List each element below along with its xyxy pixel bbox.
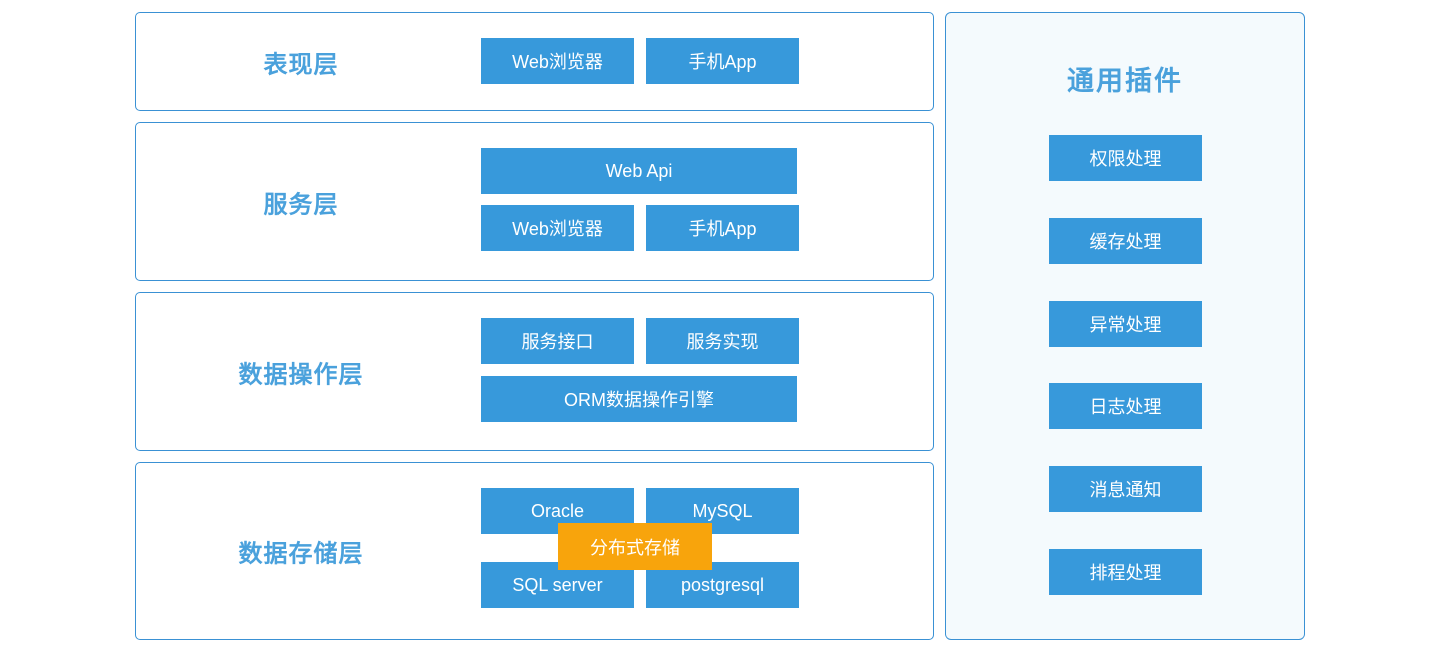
plugin-cache: 缓存处理 bbox=[1049, 218, 1202, 264]
node-web-api: Web Api bbox=[481, 148, 797, 194]
plugins-panel-title: 通用插件 bbox=[1067, 66, 1183, 96]
layer-presentation: 表现层 Web浏览器 手机App bbox=[135, 12, 934, 111]
plugins-panel: 通用插件 权限处理 缓存处理 异常处理 日志处理 消息通知 排程处理 bbox=[945, 12, 1305, 640]
layer-data-storage: 数据存储层 Oracle MySQL SQL server postgresql… bbox=[135, 462, 934, 640]
plugin-schedule: 排程处理 bbox=[1049, 549, 1202, 595]
layer-presentation-label: 表现层 bbox=[263, 51, 339, 78]
layer-data-operation-label: 数据操作层 bbox=[238, 361, 364, 388]
node-service-interface: 服务接口 bbox=[481, 318, 634, 364]
node-sql-server: SQL server bbox=[481, 562, 634, 608]
node-web-browser: Web浏览器 bbox=[481, 205, 634, 251]
plugin-notification: 消息通知 bbox=[1049, 466, 1202, 512]
node-mobile-app: 手机App bbox=[646, 38, 799, 84]
node-orm-engine: ORM数据操作引擎 bbox=[481, 376, 797, 422]
node-mobile-app: 手机App bbox=[646, 205, 799, 251]
node-oracle: Oracle bbox=[481, 488, 634, 534]
plugin-permission: 权限处理 bbox=[1049, 135, 1202, 181]
node-distributed-storage: 分布式存储 bbox=[558, 523, 712, 570]
node-web-browser: Web浏览器 bbox=[481, 38, 634, 84]
layer-service: 服务层 Web Api Web浏览器 手机App bbox=[135, 122, 934, 281]
node-service-implementation: 服务实现 bbox=[646, 318, 799, 364]
layer-data-operation: 数据操作层 服务接口 服务实现 ORM数据操作引擎 bbox=[135, 292, 934, 451]
layer-data-storage-label: 数据存储层 bbox=[238, 540, 364, 568]
plugin-exception: 异常处理 bbox=[1049, 301, 1202, 347]
node-postgresql: postgresql bbox=[646, 562, 799, 608]
layer-service-label: 服务层 bbox=[263, 191, 339, 218]
plugin-log: 日志处理 bbox=[1049, 383, 1202, 429]
